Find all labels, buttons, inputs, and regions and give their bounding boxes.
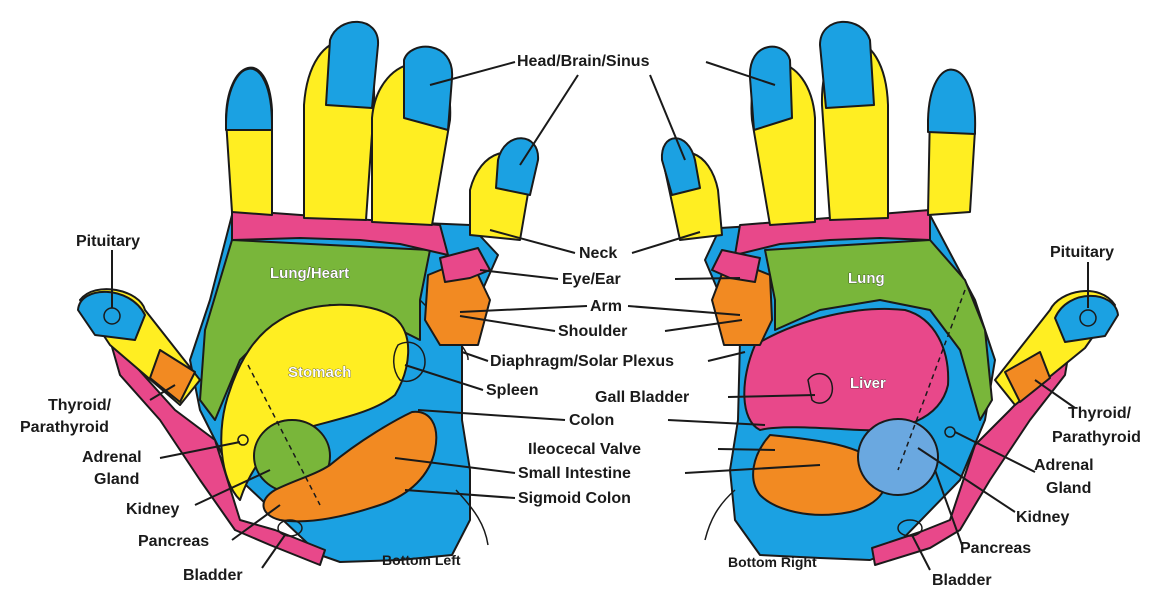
label-arm: Arm xyxy=(590,298,622,315)
left-label-thyroid-1: Thyroid/ xyxy=(48,397,112,414)
right-label-adrenal-2: Gland xyxy=(1046,480,1091,497)
right-zone-liver-label: Liver xyxy=(850,375,886,392)
left-label-kidney: Kidney xyxy=(126,501,179,518)
left-hand xyxy=(78,22,538,565)
center-labels: Head/Brain/Sinus Neck Eye/Ear Arm Should… xyxy=(486,53,689,507)
right-label-pancreas: Pancreas xyxy=(960,540,1031,557)
left-ring-finger-tip xyxy=(326,22,378,108)
label-small-intestine: Small Intestine xyxy=(518,465,631,482)
right-label-kidney: Kidney xyxy=(1016,509,1069,526)
right-kidney-zone xyxy=(858,419,938,495)
right-caption-bottom: Bottom Right xyxy=(728,554,817,570)
right-label-thyroid-2: Parathyroid xyxy=(1052,429,1141,446)
label-head-brain-sinus: Head/Brain/Sinus xyxy=(517,53,650,70)
left-label-adrenal-1: Adrenal xyxy=(82,449,142,466)
right-label-thyroid-1: Thyroid/ xyxy=(1068,405,1132,422)
right-label-pituitary: Pituitary xyxy=(1050,244,1114,261)
right-label-bladder: Bladder xyxy=(932,572,992,589)
left-label-bladder: Bladder xyxy=(183,567,243,584)
right-label-adrenal-1: Adrenal xyxy=(1034,457,1094,474)
right-zone-lung-label: Lung xyxy=(848,270,885,287)
left-label-pancreas: Pancreas xyxy=(138,533,209,550)
left-zone-lung-heart-label: Lung/Heart xyxy=(270,265,349,282)
right-ring-finger-tip xyxy=(820,22,874,108)
label-gall-bladder: Gall Bladder xyxy=(595,389,689,406)
right-middle-finger-tip xyxy=(750,47,792,130)
left-label-pituitary: Pituitary xyxy=(76,233,140,250)
label-eye-ear: Eye/Ear xyxy=(562,271,621,288)
right-little-finger-tip xyxy=(928,70,975,134)
label-shoulder: Shoulder xyxy=(558,323,627,340)
left-caption-bottom: Bottom Left xyxy=(382,552,461,568)
label-ileocecal: Ileocecal Valve xyxy=(528,441,641,458)
label-diaphragm: Diaphragm/Solar Plexus xyxy=(490,353,674,370)
label-spleen: Spleen xyxy=(486,382,538,399)
label-neck: Neck xyxy=(579,245,617,262)
left-label-adrenal-2: Gland xyxy=(94,471,139,488)
label-sigmoid-colon: Sigmoid Colon xyxy=(518,490,631,507)
left-label-thyroid-2: Parathyroid xyxy=(20,419,109,436)
label-colon: Colon xyxy=(569,412,614,429)
left-middle-finger-tip xyxy=(404,47,452,130)
left-zone-stomach-label: Stomach xyxy=(288,364,351,381)
